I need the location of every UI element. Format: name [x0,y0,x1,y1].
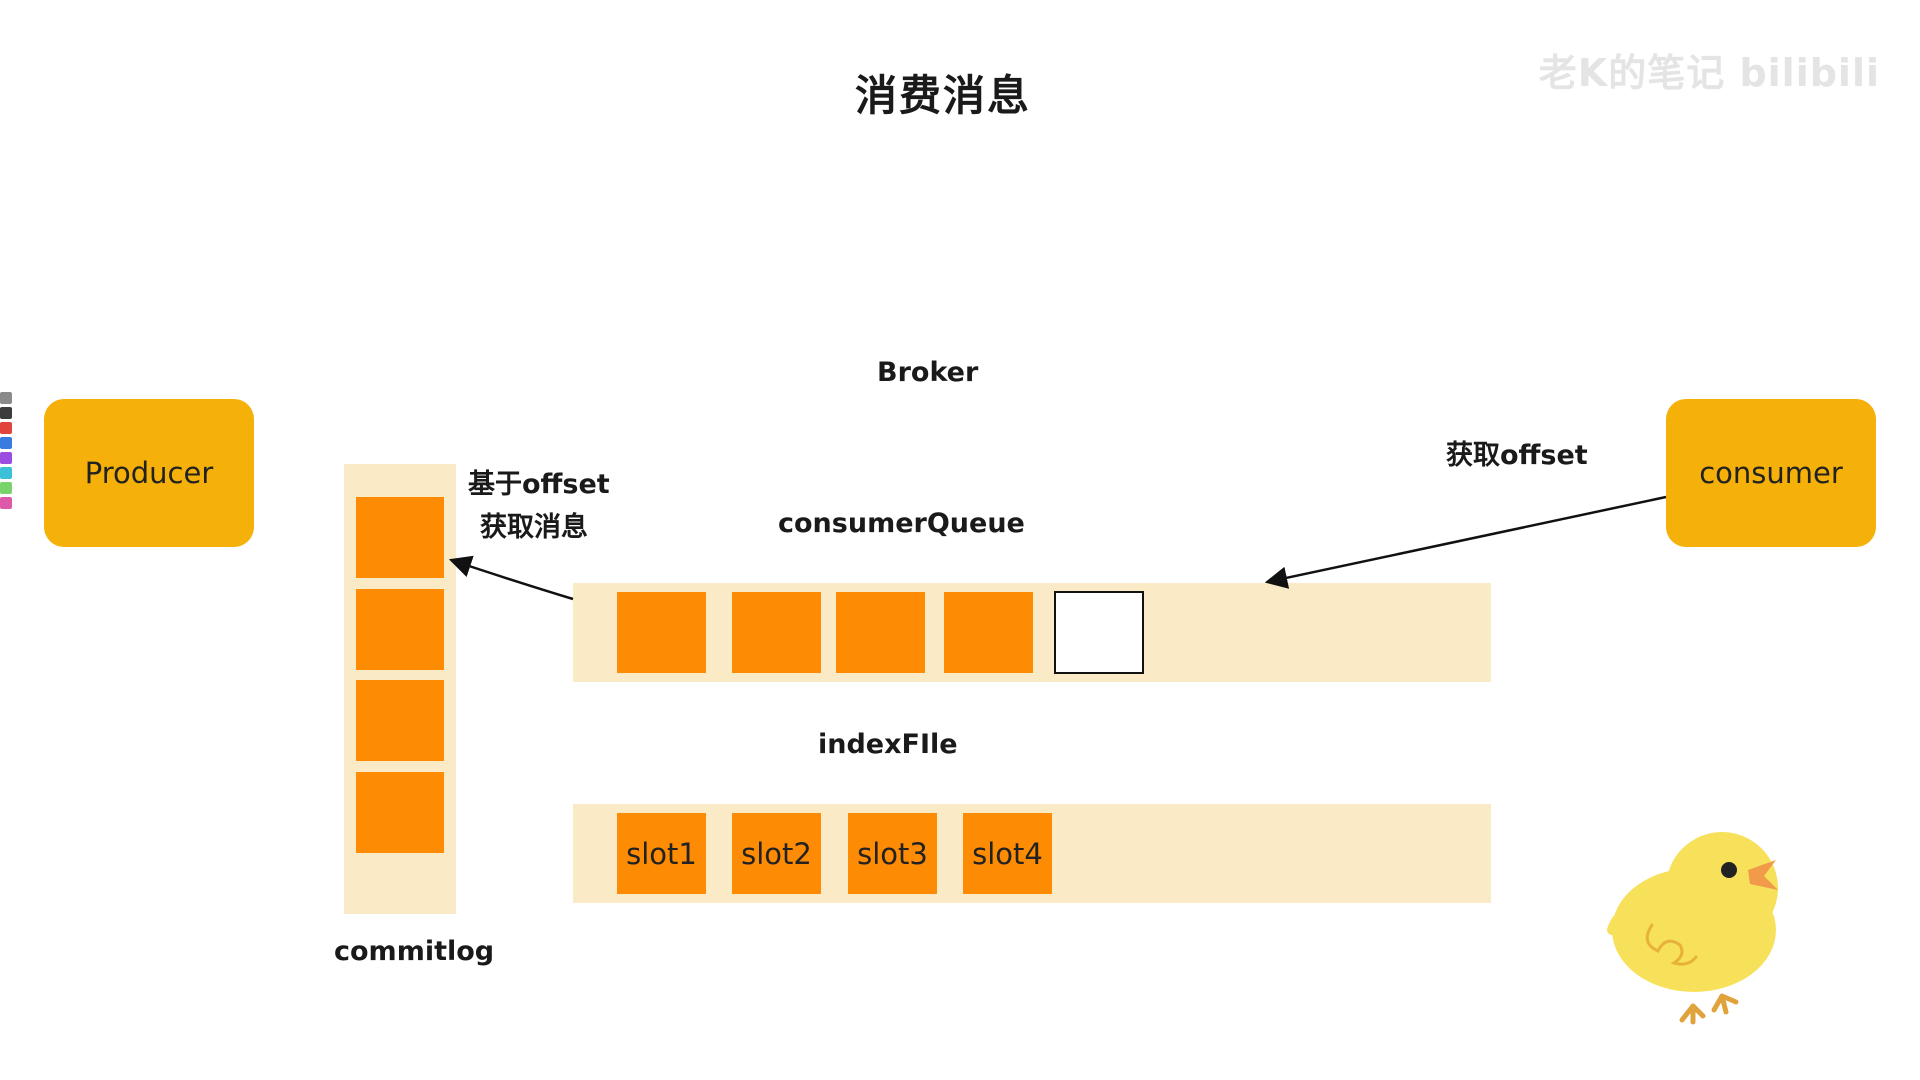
index-file-band: slot1 slot2 slot3 slot4 [573,804,1491,903]
commitlog-block [356,772,444,853]
queue-entry [732,592,821,673]
producer-node: Producer [44,399,254,547]
index-slot: slot2 [732,813,821,894]
queue-entry [836,592,925,673]
chick-icon [1607,832,1778,1025]
consumer-queue-band [573,583,1491,682]
fetch-message-arrow [448,555,574,601]
producer-label: Producer [84,456,214,490]
commitlog-label: commitlog [334,936,495,967]
commitlog-block [356,497,444,578]
get-offset-arrow [1264,495,1667,589]
broker-label: Broker [877,357,979,388]
fetch-by-offset-label: 基于offset [468,469,610,500]
commitlog-block [356,680,444,761]
fetch-message-label: 获取消息 [480,512,588,543]
index-file-label: indexFIle [818,729,958,760]
pen-toolbar-icon[interactable] [0,392,12,517]
queue-entry [617,592,706,673]
get-offset-label: 获取offset [1446,440,1588,471]
commitlog-block [356,589,444,670]
index-slot: slot3 [848,813,937,894]
index-slot: slot4 [963,813,1052,894]
commitlog-band [344,464,456,914]
page-title: 消费消息 [854,71,1031,120]
watermark-logo: 老K的笔记 bilibili [1538,51,1880,95]
index-slot: slot1 [617,813,706,894]
consumer-queue-label: consumerQueue [778,508,1025,539]
queue-entry [944,592,1033,673]
consumer-node: consumer [1666,399,1876,547]
queue-entry-empty [1054,591,1144,674]
consumer-label: consumer [1699,456,1843,490]
